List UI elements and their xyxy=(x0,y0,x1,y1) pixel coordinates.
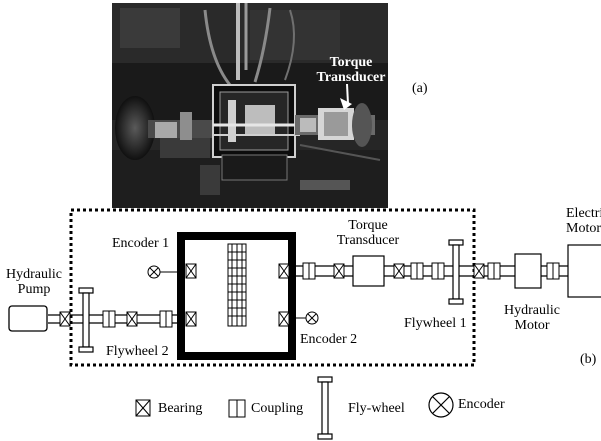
legend-bearing-icon xyxy=(136,400,150,416)
flywheel-2-label: Flywheel 2 xyxy=(106,344,169,359)
bearing-icon xyxy=(186,312,196,326)
legend-encoder-icon xyxy=(429,393,453,417)
torque-transducer xyxy=(353,256,384,286)
legend-flywheel-label: Fly-wheel xyxy=(348,401,405,416)
electric-motor-line2: Motor xyxy=(566,221,601,236)
bearing-icon xyxy=(474,264,484,278)
bearing-icon xyxy=(394,264,404,278)
legend-coupling-label: Coupling xyxy=(251,401,303,416)
coupling-icon xyxy=(160,311,172,327)
coupling-icon xyxy=(432,263,444,279)
hydraulic-pump-line2: Pump xyxy=(2,282,66,297)
flywheel-2 xyxy=(79,288,93,352)
photo-torque-transducer-label: Torque Transducer xyxy=(306,55,396,85)
panel-label-a: (a) xyxy=(412,81,428,96)
encoder-1-label: Encoder 1 xyxy=(112,236,169,251)
coupling-icon xyxy=(547,263,559,279)
photo-torque-line2: Transducer xyxy=(306,70,396,85)
electric-motor xyxy=(568,245,601,297)
coupling-icon xyxy=(303,263,315,279)
flywheel-1 xyxy=(449,240,463,304)
encoder-2-label: Encoder 2 xyxy=(300,332,357,347)
test-rig-photo xyxy=(112,3,388,208)
photo-torque-line1: Torque xyxy=(306,55,396,70)
coupling-icon xyxy=(103,311,115,327)
bearing-icon xyxy=(279,312,289,326)
bearing-icon xyxy=(60,312,70,326)
flywheel-1-label: Flywheel 1 xyxy=(404,316,467,331)
torque-line2: Transducer xyxy=(326,233,410,248)
bearing-icon xyxy=(334,264,344,278)
torque-transducer-label: Torque Transducer xyxy=(326,218,410,248)
bearing-icon xyxy=(279,264,289,278)
hydraulic-pump-line1: Hydraulic xyxy=(2,267,66,282)
electric-motor-line1: Electric xyxy=(566,206,601,221)
hydraulic-pump xyxy=(9,306,47,331)
electric-motor-label: Electric Motor xyxy=(566,206,601,236)
hydraulic-motor-line1: Hydraulic xyxy=(500,303,564,318)
coupling-icon xyxy=(488,263,500,279)
hydraulic-motor-label: Hydraulic Motor xyxy=(500,303,564,333)
bearing-icon xyxy=(186,264,196,278)
legend-bearing-label: Bearing xyxy=(158,401,202,416)
hydraulic-motor-line2: Motor xyxy=(500,318,564,333)
legend-encoder-label: Encoder xyxy=(458,397,505,412)
hydraulic-pump-label: Hydraulic Pump xyxy=(2,267,66,297)
legend-coupling-icon xyxy=(229,400,245,417)
coupling-icon xyxy=(411,263,423,279)
hydraulic-motor xyxy=(515,254,541,288)
legend-flywheel-icon xyxy=(318,377,332,439)
bearing-icon xyxy=(127,312,137,326)
panel-label-b: (b) xyxy=(580,352,596,367)
gear-stack xyxy=(228,244,246,326)
torque-line1: Torque xyxy=(326,218,410,233)
